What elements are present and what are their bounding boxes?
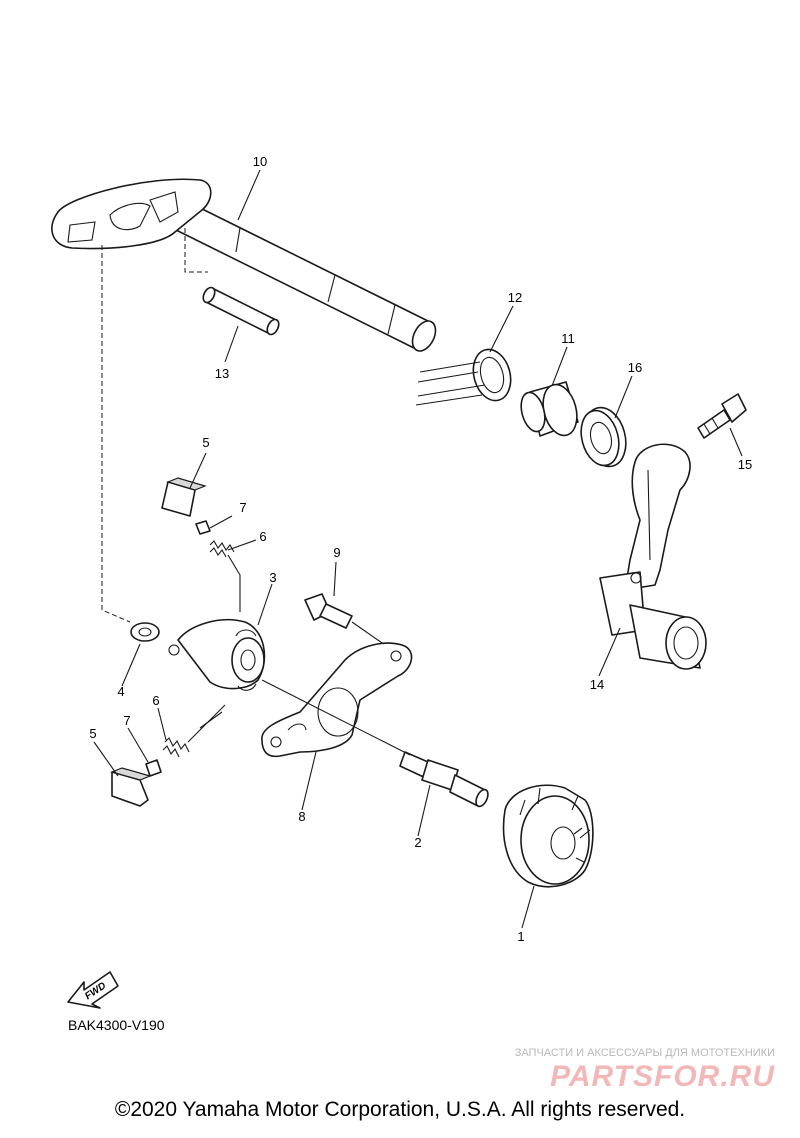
- label-part-12: 12: [508, 290, 522, 305]
- part-7-upper-pin[interactable]: [195, 520, 211, 535]
- part-5-lower-stopper[interactable]: [110, 767, 152, 807]
- part-2-shaft-bolt[interactable]: [399, 751, 490, 808]
- part-6-lower-spring[interactable]: [162, 737, 190, 758]
- part-9-bolt[interactable]: [304, 593, 353, 629]
- label-part-16: 16: [628, 360, 642, 375]
- label-part-7-upper: 7: [239, 500, 246, 515]
- label-part-9: 9: [333, 545, 340, 560]
- label-part-15: 15: [738, 457, 752, 472]
- label-part-8: 8: [298, 809, 305, 824]
- part-3-shift-guide[interactable]: [168, 618, 266, 691]
- copyright-notice: ©2020 Yamaha Motor Corporation, U.S.A. A…: [114, 1098, 686, 1121]
- leader-lines: [93, 169, 743, 929]
- part-11-collar[interactable]: [517, 381, 582, 440]
- drawing-code: BAK4300-V190: [68, 1017, 165, 1033]
- label-part-1: 1: [517, 929, 524, 944]
- watermark-tagline: ЗАПЧАСТИ И АКСЕССУАРЫ ДЛЯ МОТОТЕХНИКИ: [515, 1047, 775, 1059]
- label-part-6-lower: 6: [152, 693, 159, 708]
- label-part-3: 3: [269, 570, 276, 585]
- label-part-4: 4: [117, 684, 124, 699]
- part-5-upper-stopper[interactable]: [161, 477, 207, 517]
- dashed-guide-10-4: [101, 245, 131, 623]
- dashed-guide-10-13: [184, 228, 208, 273]
- part-6-upper-spring[interactable]: [209, 540, 235, 558]
- label-part-10: 10: [253, 154, 267, 169]
- label-part-13: 13: [215, 366, 229, 381]
- guide-lower-detent: [199, 711, 223, 729]
- part-13-pin[interactable]: [201, 286, 281, 337]
- label-part-6-upper: 6: [259, 529, 266, 544]
- label-part-11: 11: [561, 331, 575, 346]
- part-15-bolt[interactable]: [697, 393, 747, 439]
- watermark-brand: PARTSFOR.RU: [550, 1060, 775, 1093]
- label-part-7-lower: 7: [123, 713, 130, 728]
- label-part-2: 2: [414, 835, 421, 850]
- fwd-arrow-icon: FWD: [67, 971, 119, 1009]
- axis-guide-3-to-2: [261, 679, 411, 756]
- guide-6-to-3: [227, 554, 241, 612]
- part-7-lower-pin[interactable]: [145, 759, 162, 777]
- part-14-shift-pedal[interactable]: [599, 443, 707, 670]
- part-10-shift-shaft[interactable]: [51, 178, 440, 355]
- label-part-5-upper: 5: [202, 435, 209, 450]
- label-part-5-lower: 5: [89, 726, 96, 741]
- part-4-washer[interactable]: [130, 622, 160, 642]
- part-16-oil-seal[interactable]: [575, 403, 632, 471]
- guide-9-to-8: [351, 621, 386, 646]
- label-part-14: 14: [590, 677, 604, 692]
- part-12-return-spring[interactable]: [415, 345, 516, 406]
- part-8-plate[interactable]: [261, 642, 413, 758]
- part-1-drum-segment[interactable]: [502, 784, 594, 888]
